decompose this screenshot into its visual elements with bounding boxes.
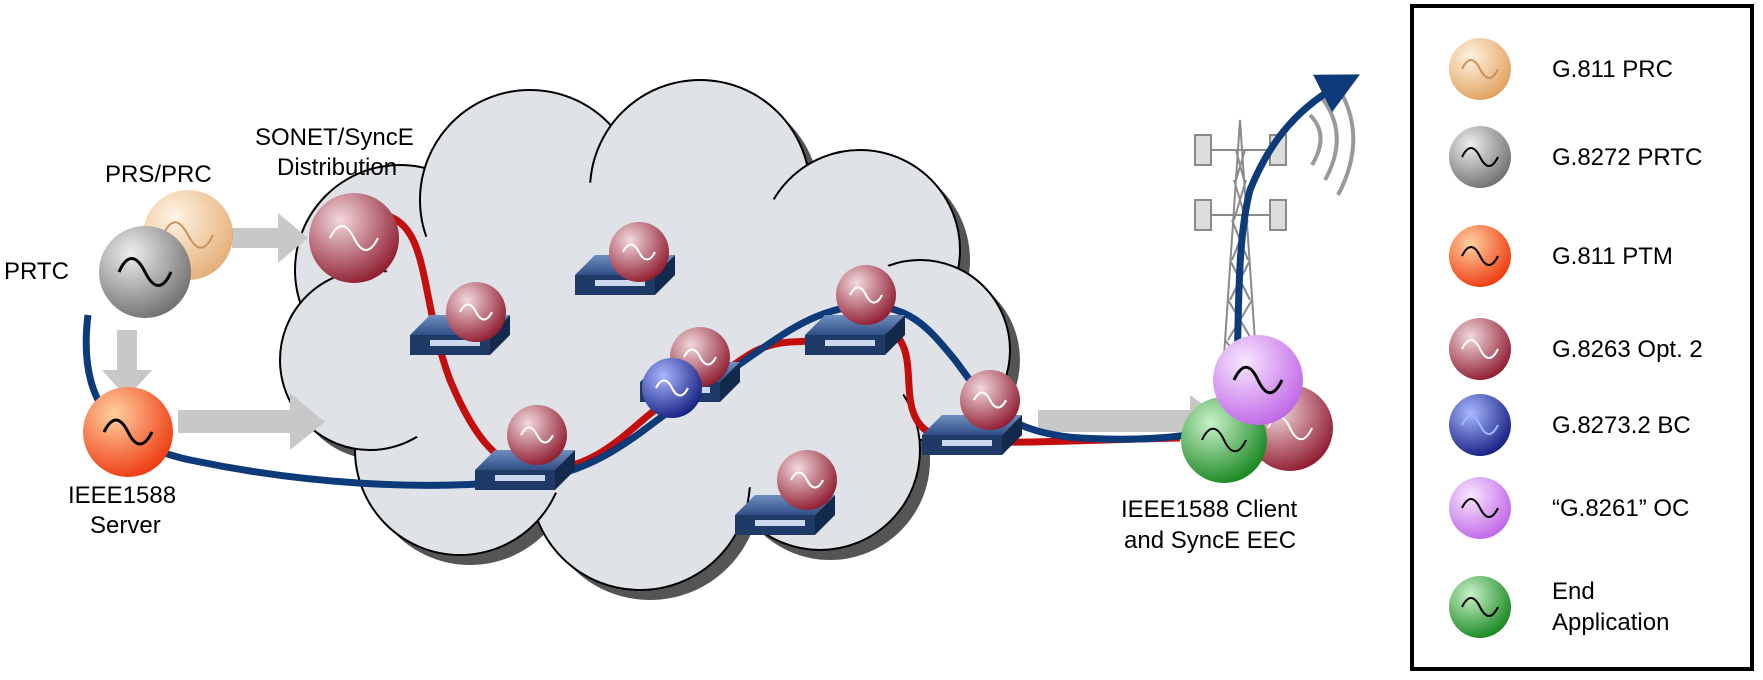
opt2-clock (960, 370, 1020, 430)
bc-clock (642, 358, 702, 418)
ieee-server-label-2: Server (90, 512, 161, 539)
network-cloud (279, 79, 1020, 600)
arrow-prc-to-synce (232, 213, 308, 263)
opt2-clock (507, 405, 567, 465)
legend-item-prtc: G.8272 PRTC (1414, 117, 1750, 197)
legend-item-end: End Application (1414, 567, 1750, 647)
ptm-server-clock (83, 387, 173, 477)
opt2-clock (777, 450, 837, 510)
legend-label: G.811 PRC (1552, 55, 1673, 83)
sine-wave-icon (1449, 126, 1511, 188)
prtc-label: PRTC (4, 258, 69, 285)
arrow-cloud-to-client (1038, 395, 1225, 445)
switch-device (922, 415, 1022, 455)
legend-item-prc: G.811 PRC (1414, 29, 1750, 109)
synce-distribution-clock (309, 193, 399, 283)
legend-label: End Application (1552, 578, 1670, 636)
oc-clock (1213, 335, 1303, 425)
sine-wave-icon (1449, 38, 1511, 100)
client-label-1: IEEE1588 Client (1121, 496, 1297, 523)
legend-label: “G.8261” OC (1552, 494, 1690, 522)
sine-wave-icon (1449, 225, 1511, 287)
legend-item-bc: G.8273.2 BC (1414, 385, 1750, 465)
opt2-clock (446, 282, 506, 342)
sonet-synce-label: SONET/SyncE (255, 124, 414, 151)
sine-wave-icon (1449, 394, 1511, 456)
legend-item-oc: “G.8261” OC (1414, 468, 1750, 548)
legend-label: G.811 PTM (1552, 242, 1673, 270)
sine-wave-icon (1449, 576, 1511, 638)
flow-arrows (102, 213, 1225, 450)
legend-item-opt2: G.8263 Opt. 2 (1414, 309, 1750, 389)
sine-wave-icon (1449, 318, 1511, 380)
legend-label: G.8273.2 BC (1552, 411, 1691, 439)
ieee-server-label-1: IEEE1588 (68, 482, 176, 509)
arrow-server-to-cloud (178, 393, 325, 450)
legend-label: G.8272 PRTC (1552, 143, 1703, 171)
prs-prc-label: PRS/PRC (105, 161, 212, 188)
switch-device (805, 315, 905, 355)
legend: G.811 PRC G.8272 PRTC G.811 PTM G.8263 O… (1410, 4, 1754, 671)
arrow-prtc-to-server (102, 330, 152, 398)
client-label-2: and SyncE EEC (1124, 527, 1296, 554)
distribution-label: Distribution (277, 154, 397, 181)
sine-wave-icon (1449, 477, 1511, 539)
opt2-clock (836, 265, 896, 325)
opt2-clock (609, 222, 669, 282)
legend-label: G.8263 Opt. 2 (1552, 335, 1703, 363)
legend-item-ptm: G.811 PTM (1414, 216, 1750, 296)
prtc-clock (99, 226, 191, 318)
